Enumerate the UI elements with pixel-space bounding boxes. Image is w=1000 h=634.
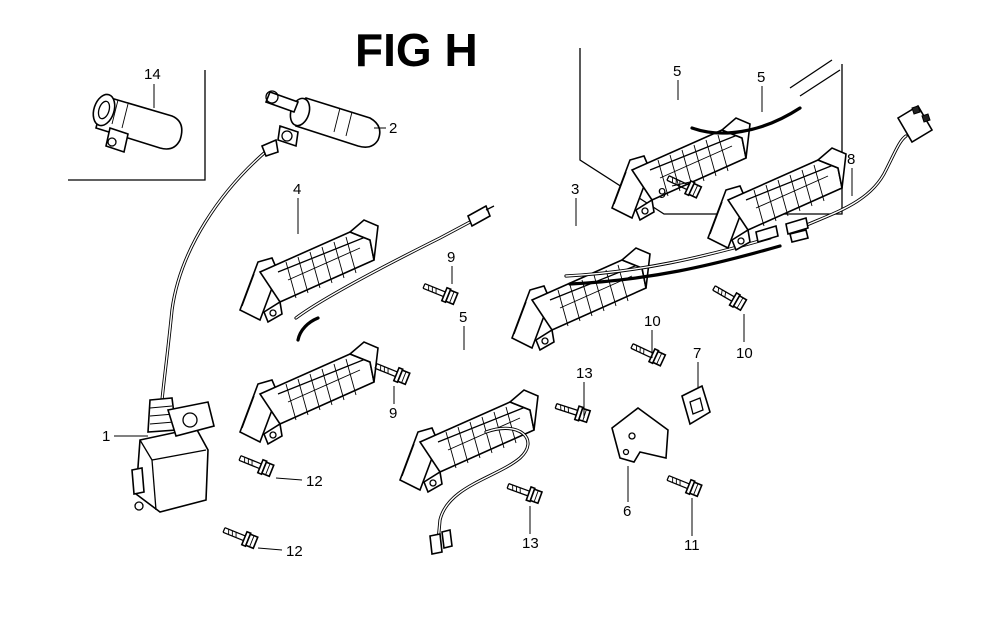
callout-5-center: 5 xyxy=(459,309,467,326)
callout-2: 2 xyxy=(389,120,397,137)
part-5-coil-inset-right xyxy=(707,59,847,251)
inset-frame-part-14 xyxy=(68,70,206,181)
callout-9-center: 9 xyxy=(447,249,455,266)
part-7-grommet xyxy=(681,384,711,426)
callout-12-lower: 12 xyxy=(286,543,303,560)
bolt-part-12-lower xyxy=(220,522,259,551)
part-4-exciter-coil xyxy=(239,204,495,323)
callout-14: 14 xyxy=(144,66,161,83)
part-5-coil-inset-left xyxy=(611,106,802,221)
callout-6: 6 xyxy=(623,503,631,520)
part-1-ignition-coil xyxy=(131,138,279,513)
callout-11: 11 xyxy=(684,537,700,554)
callout-9-left: 9 xyxy=(389,405,397,422)
callout-1: 1 xyxy=(102,428,110,445)
bolt-part-9-center xyxy=(420,278,459,307)
part-14-spark-plug-cap xyxy=(92,93,183,154)
callout-12-upper: 12 xyxy=(306,473,323,490)
figure-title: FIG H xyxy=(355,24,478,76)
bolt-part-13-lower xyxy=(504,478,544,506)
bolt-part-9-left xyxy=(372,358,411,387)
callout-5-inset-right: 5 xyxy=(757,69,765,86)
bolt-part-12-upper xyxy=(236,450,275,479)
bolt-part-10-right xyxy=(709,281,748,312)
part-8-lead-wire xyxy=(785,104,934,243)
bolt-part-13-upper xyxy=(553,398,592,424)
callout-5-inset-left: 5 xyxy=(673,63,681,80)
callout-10-center: 10 xyxy=(644,313,661,330)
callout-3: 3 xyxy=(571,181,579,198)
part-5-charge-coil-center xyxy=(399,389,539,555)
coil-lower-left xyxy=(239,316,379,445)
bolt-part-11 xyxy=(664,470,703,499)
part-2-plug-cap xyxy=(264,90,381,148)
callout-10-right: 10 xyxy=(736,345,753,362)
leader-lines xyxy=(114,80,853,551)
callout-7: 7 xyxy=(693,345,701,362)
callout-8: 8 xyxy=(847,151,855,168)
callout-9-inset: 9 xyxy=(658,185,666,202)
callout-4: 4 xyxy=(293,181,301,198)
callout-13-upper: 13 xyxy=(576,365,593,382)
callout-13-lower: 13 xyxy=(522,535,539,552)
bolt-part-10-center xyxy=(628,338,667,368)
part-6-bracket xyxy=(611,406,669,463)
